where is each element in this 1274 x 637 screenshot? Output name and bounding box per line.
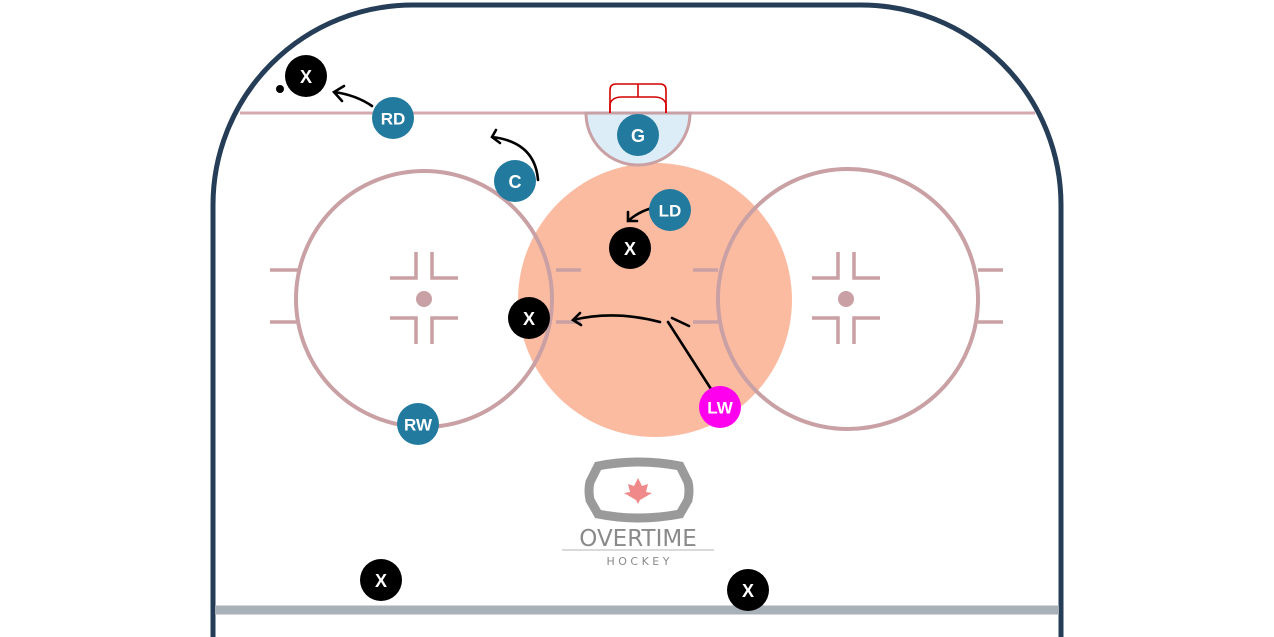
logo-name: OVERTIME bbox=[579, 526, 696, 552]
token-circle bbox=[397, 403, 439, 445]
token-circle bbox=[285, 55, 327, 97]
opponent-token-x5[interactable]: X bbox=[727, 569, 769, 611]
right-faceoff-dot bbox=[838, 291, 854, 307]
player-token-c[interactable]: C bbox=[494, 160, 536, 202]
player-token-rd[interactable]: RD bbox=[372, 97, 414, 139]
player-token-g[interactable]: G bbox=[617, 114, 659, 156]
left-faceoff-dot bbox=[416, 291, 432, 307]
token-circle bbox=[617, 114, 659, 156]
c-arrow bbox=[490, 128, 540, 182]
token-label: X bbox=[624, 239, 636, 259]
token-circle bbox=[609, 227, 651, 269]
token-circle bbox=[372, 97, 414, 139]
rd-arrow bbox=[331, 84, 374, 108]
hash-marks bbox=[270, 252, 1003, 344]
movement-arrows bbox=[331, 84, 713, 391]
token-label: RD bbox=[381, 110, 406, 129]
goal-net bbox=[609, 83, 667, 113]
token-label: RW bbox=[404, 416, 433, 435]
token-label: X bbox=[375, 571, 387, 591]
token-circle bbox=[649, 189, 691, 231]
token-circle bbox=[727, 569, 769, 611]
lw-arrow bbox=[570, 311, 713, 391]
logo-subtitle: H O C K E Y bbox=[607, 555, 670, 568]
token-label: X bbox=[523, 309, 535, 329]
puck bbox=[276, 85, 284, 93]
opponent-token-x3[interactable]: X bbox=[508, 297, 550, 339]
token-label: G bbox=[631, 126, 645, 146]
token-label: X bbox=[300, 67, 312, 87]
right-faceoff-circle bbox=[716, 167, 980, 431]
token-label: C bbox=[509, 172, 522, 192]
opponent-token-x4[interactable]: X bbox=[360, 559, 402, 601]
opponent-token-x1[interactable]: X bbox=[285, 55, 327, 97]
player-token-ld[interactable]: LD bbox=[649, 189, 691, 231]
token-label: LW bbox=[707, 399, 733, 418]
token-label: LD bbox=[659, 202, 682, 221]
highlight-zone bbox=[518, 163, 792, 437]
player-token-rw[interactable]: RW bbox=[397, 403, 439, 445]
rink-boards bbox=[210, 2, 1064, 637]
token-circle bbox=[494, 160, 536, 202]
token-circle bbox=[360, 559, 402, 601]
overtime-hockey-logo: OVERTIME H O C K E Y bbox=[562, 457, 714, 568]
token-label: X bbox=[742, 581, 754, 601]
token-circle bbox=[508, 297, 550, 339]
player-token-lw[interactable]: LW bbox=[699, 386, 741, 428]
token-circle bbox=[699, 386, 741, 428]
opponent-token-x2[interactable]: X bbox=[609, 227, 651, 269]
